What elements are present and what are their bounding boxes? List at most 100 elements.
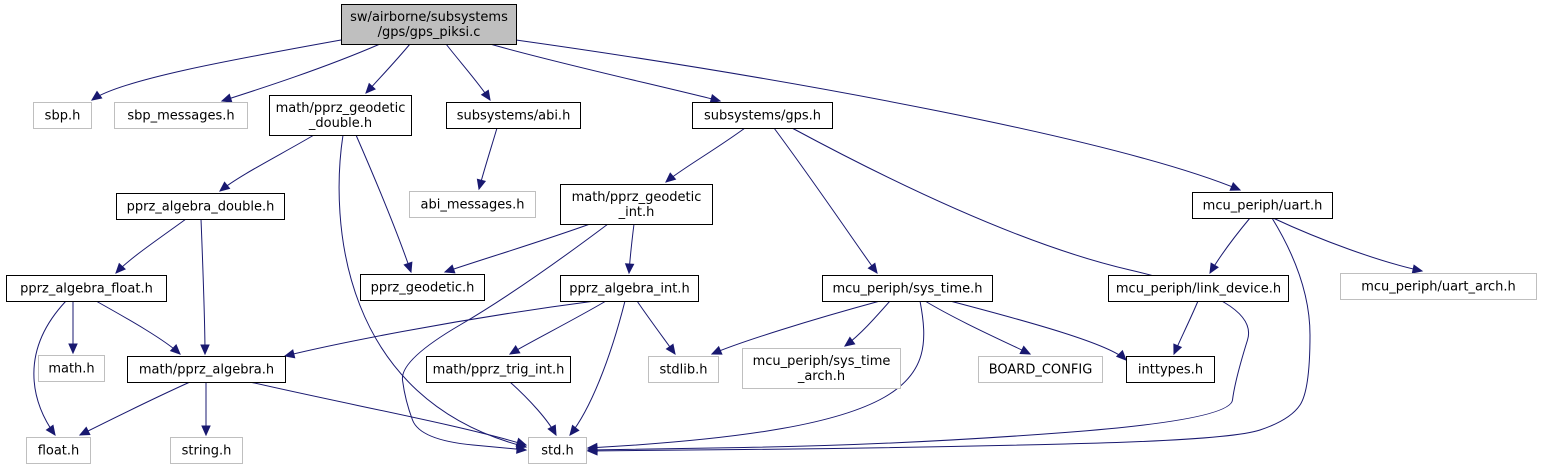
edge-gps-to-geodetic_int [665, 127, 746, 183]
edge-algebra_float-to-float [33, 300, 67, 437]
node-box [360, 274, 485, 301]
edge-algebra-to-string [201, 382, 211, 437]
arrowhead-icon [283, 349, 296, 359]
node-box [409, 191, 536, 218]
edge-line [478, 127, 498, 190]
edge-uart-to-std [586, 217, 1311, 456]
arrowhead-icon [508, 345, 521, 355]
node-label: mcu_periph/uart_arch.h [1361, 280, 1516, 295]
node-label: pprz_algebra_float.h [20, 282, 153, 297]
node-abi[interactable]: subsystems/abi.h [446, 102, 581, 129]
edge-algebra_int-to-algebra [283, 300, 596, 359]
arrowhead-icon [569, 424, 580, 436]
node-link-device[interactable]: mcu_periph/link_device.h [1108, 275, 1289, 302]
node-label: subsystems/gps.h [704, 109, 821, 124]
edge-root-to-sbp_messages [220, 43, 381, 103]
arrowhead-icon [78, 426, 91, 436]
node-box [341, 4, 517, 45]
node-label: math/pprz_algebra.h [139, 363, 274, 378]
edge-algebra-to-float [78, 381, 191, 436]
node-label: /gps/gps_piksi.c [378, 25, 481, 40]
node-label: inttypes.h [1138, 363, 1203, 378]
node-root: sw/airborne/subsystems/gps/gps_piksi.c [341, 4, 517, 45]
node-label: sbp_messages.h [127, 109, 234, 124]
node-sys-time-arch: mcu_periph/sys_time_arch.h [742, 348, 901, 389]
edge-link_device-to-inttypes [1173, 300, 1199, 356]
arrowhead-icon [547, 424, 557, 437]
edge-sys_time-to-inttypes [949, 300, 1127, 361]
arrowhead-icon [1229, 181, 1242, 191]
arrowhead-icon [45, 424, 56, 437]
node-geodetic[interactable]: pprz_geodetic.h [360, 274, 485, 301]
node-sbp-messages: sbp_messages.h [114, 102, 248, 129]
edge-line [219, 134, 315, 192]
node-label: mcu_periph/link_device.h [1116, 282, 1281, 297]
node-algebra[interactable]: math/pprz_algebra.h [127, 356, 286, 383]
edge-line [636, 300, 676, 355]
edge-line [665, 127, 746, 183]
node-label: sw/airborne/subsystems [350, 10, 508, 25]
arrowhead-icon [403, 261, 413, 274]
arrowhead-icon [365, 82, 376, 94]
node-label: pprz_algebra_int.h [569, 282, 689, 297]
edge-line [200, 218, 206, 355]
edge-line [33, 300, 67, 436]
edge-gps-to-sys_time [773, 127, 878, 274]
node-box [1340, 273, 1537, 300]
node-label: sbp.h [45, 109, 81, 124]
node-algebra-float[interactable]: pprz_algebra_float.h [6, 275, 167, 302]
node-algebra-double[interactable]: pprz_algebra_double.h [116, 193, 285, 220]
node-label: math/pprz_geodetic [572, 190, 702, 205]
node-uart[interactable]: mcu_periph/uart.h [1192, 192, 1333, 219]
edge-line [365, 43, 411, 94]
edge-sys_time-to-sys_time_arch [844, 300, 891, 347]
edge-geodetic_int-to-algebra_int [624, 223, 635, 275]
node-string: string.h [170, 437, 243, 464]
edge-root-to-uart [515, 39, 1242, 191]
edge-algebra_float-to-math [68, 301, 78, 355]
arrowhead-icon [586, 442, 598, 453]
node-box [127, 356, 286, 383]
node-trig-int[interactable]: math/pprz_trig_int.h [426, 356, 571, 383]
node-label: math.h [48, 362, 94, 377]
node-geodetic-int[interactable]: math/pprz_geodetic_int.h [560, 184, 713, 225]
edge-line [587, 217, 1311, 452]
node-inttypes[interactable]: inttypes.h [1126, 356, 1215, 383]
node-box [6, 275, 167, 302]
edge-root-to-abi [445, 43, 491, 102]
node-label: pprz_algebra_double.h [127, 200, 275, 215]
node-geodetic-double[interactable]: math/pprz_geodetic_double.h [269, 95, 412, 136]
edge-line [1272, 217, 1423, 272]
edge-line [338, 134, 527, 448]
edge-root-to-gps [489, 43, 722, 104]
node-label: stdlib.h [660, 363, 708, 378]
edge-algebra-to-std [249, 381, 528, 447]
arrowhead-icon [201, 425, 211, 437]
arrowhead-icon [476, 178, 487, 191]
edge-uart-to-uart_arch [1272, 217, 1424, 274]
arrowhead-icon [665, 343, 676, 356]
edge-line [355, 134, 412, 273]
edge-line [569, 300, 626, 436]
node-algebra-int[interactable]: pprz_algebra_int.h [560, 275, 699, 302]
edge-algebra_double-to-algebra [200, 218, 210, 356]
node-gps[interactable]: subsystems/gps.h [692, 102, 833, 129]
edge-line [444, 223, 591, 273]
node-sys-time[interactable]: mcu_periph/sys_time.h [822, 275, 993, 302]
arrowhead-icon [867, 262, 878, 274]
edge-algebra_int-to-std [569, 300, 626, 436]
node-stdlib: stdlib.h [648, 356, 719, 383]
arrowhead-icon [220, 93, 233, 103]
edge-algebra_double-to-algebra_float [115, 218, 187, 274]
node-label: abi_messages.h [421, 198, 525, 213]
arrowhead-icon [169, 344, 181, 355]
edge-line [95, 300, 181, 355]
edge-line [773, 127, 878, 274]
node-box [114, 102, 248, 129]
edge-abi-to-abi_messages [476, 127, 498, 191]
arrowhead-icon [709, 93, 722, 104]
node-box [38, 355, 105, 382]
edge-geodetic_double-to-geodetic [355, 134, 413, 274]
arrowhead-icon [516, 444, 528, 454]
